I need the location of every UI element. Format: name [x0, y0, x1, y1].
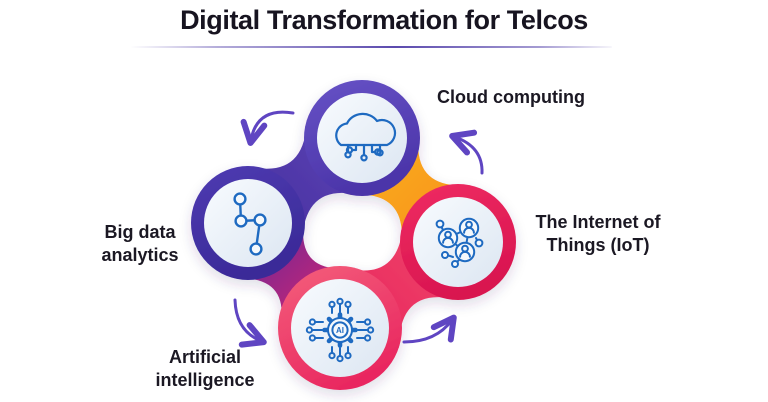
connector-top-left — [246, 119, 364, 241]
label-internet-of-things: The Internet of Things (IoT) — [535, 212, 661, 256]
bigdata-node-face — [204, 179, 292, 267]
connector-top-right — [349, 130, 471, 250]
connector-bottom-right — [338, 223, 460, 349]
label-big-data-analytics: Big data analytics — [101, 222, 179, 266]
label-cloud-computing: Cloud computing — [437, 87, 585, 107]
label-artificial-intelligence: Artificial intelligence — [155, 347, 255, 391]
ai-icon-label: AI — [336, 326, 344, 335]
cycle-arrow-top-left — [240, 110, 295, 146]
iot-node-face — [413, 197, 503, 287]
cloud-circuit-icon — [335, 112, 397, 162]
cycle-arrow-bottom-right — [402, 314, 457, 344]
connector-left-bottom — [234, 216, 355, 335]
cloud-node-face — [317, 93, 407, 183]
cycle-arrow-top-right — [449, 129, 484, 175]
data-nodes-icon — [233, 192, 267, 256]
ai-chip-icon: AI — [305, 297, 375, 363]
iot-network-icon — [435, 217, 484, 268]
title-underline — [130, 46, 612, 48]
page-title: Digital Transformation for Telcos — [180, 5, 588, 35]
cycle-arrow-bottom-left — [233, 298, 267, 348]
cycle-blob — [191, 80, 516, 390]
